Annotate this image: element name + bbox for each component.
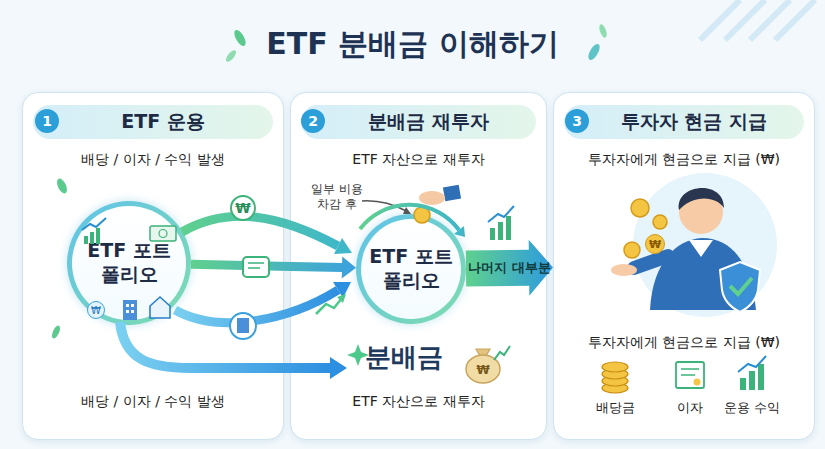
leaf	[586, 42, 602, 62]
panel-subtitle: 배당 / 이자 / 수익 발생	[23, 151, 283, 169]
panel-header: 투자자 현금 지급	[564, 105, 804, 139]
leaf	[224, 49, 238, 64]
cost-note: 일부 비용 차감 후	[305, 182, 369, 212]
panel-subtitle: ETF 자산으로 재투자	[291, 393, 546, 411]
callout-number: 1	[35, 109, 59, 133]
panel-subtitle: 배당 / 이자 / 수익 발생	[23, 393, 283, 411]
won-coin: ₩	[645, 234, 665, 254]
portfolio-circle: ETF 포트폴리오	[67, 201, 191, 325]
icon-caption: 이자	[677, 399, 703, 417]
icon-caption: 운용 수익	[724, 399, 780, 417]
circle-label: ETF 포트폴리오	[81, 239, 177, 287]
panel-header: ETF 운용	[33, 105, 273, 139]
circle-label: ETF 포트폴리오	[363, 245, 459, 293]
stripe	[725, 0, 765, 40]
stripe	[775, 0, 815, 40]
panel-subtitle: 투자자에게 현금으로 지급 (₩)	[554, 151, 814, 169]
stripe	[700, 0, 740, 40]
title: ETF 분배금 이해하기	[0, 24, 825, 65]
portfolio-circle: ETF 포트폴리오	[356, 214, 466, 324]
leaf	[598, 23, 608, 38]
distribution-label: 분배금	[365, 340, 443, 375]
panel-header: 분배금 재투자	[301, 105, 536, 139]
edge-label: 나머지 대부분	[468, 259, 551, 277]
panel-subtitle: ETF 자산으로 재투자	[291, 151, 546, 169]
panel-subtitle: 투자자에게 현금으로 지급 (₩)	[554, 334, 814, 352]
step-panel: ETF 운용배당 / 이자 / 수익 발생배당 / 이자 / 수익 발생ETF …	[22, 92, 284, 440]
callout-number: 3	[565, 109, 589, 133]
won-coin: ₩	[87, 301, 105, 319]
stripe	[750, 0, 790, 40]
won-sign: ₩	[476, 363, 489, 377]
leaf	[232, 28, 248, 48]
won-badge: ₩	[230, 195, 256, 221]
icon-caption: 배당금	[596, 399, 635, 417]
step-panel: 투자자 현금 지급투자자에게 현금으로 지급 (₩) 투자자에게 현금으로 지급 …	[553, 92, 815, 440]
callout-number: 2	[301, 109, 325, 133]
